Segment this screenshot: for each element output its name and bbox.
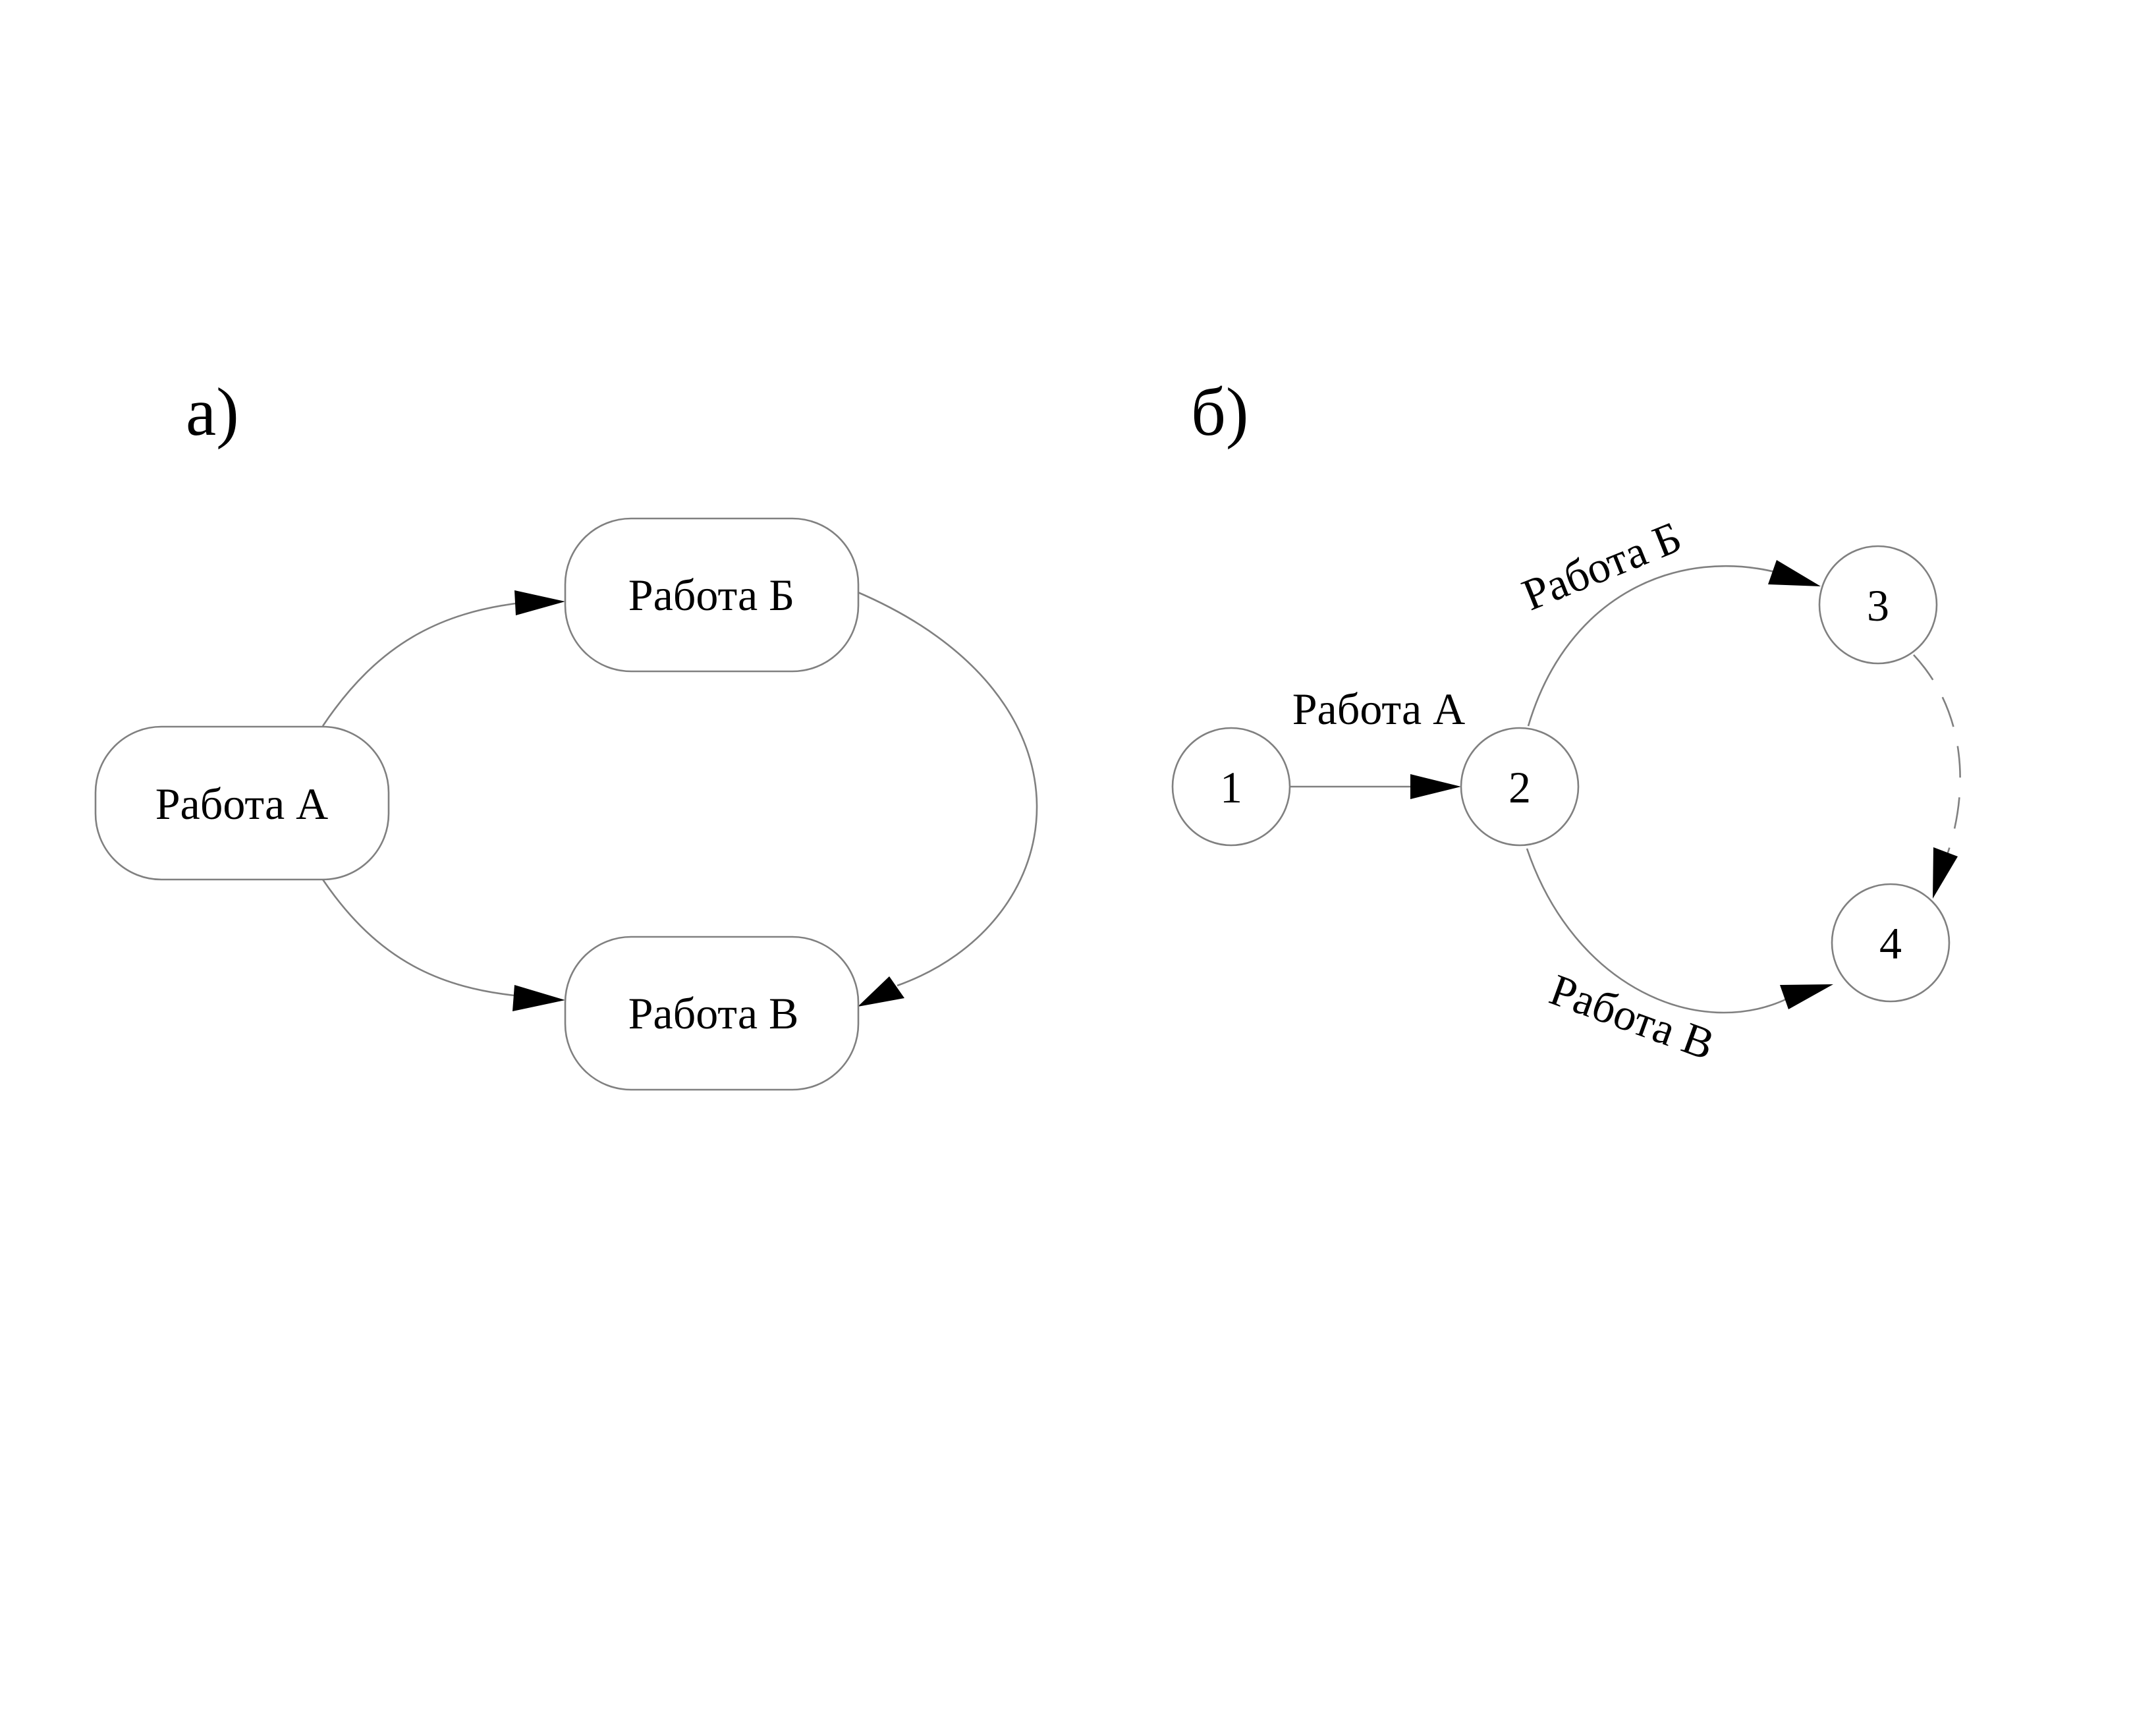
activity-node-v: Работа В xyxy=(564,936,860,1091)
arrowhead-a-to-b xyxy=(514,590,565,615)
event-number-4: 4 xyxy=(1879,918,1902,968)
edge-label-a: Работа А xyxy=(1292,684,1466,734)
activity-node-v-label: Работа В xyxy=(628,988,799,1038)
edge-2-to-4 xyxy=(1526,848,1789,1014)
arrowhead-b-to-v xyxy=(858,976,904,1007)
edge-2-to-3 xyxy=(1527,565,1781,727)
arrowhead-3-to-4 xyxy=(1933,847,1958,899)
activity-node-b-label: Работа Б xyxy=(628,570,794,620)
arrowhead-2-to-3 xyxy=(1768,560,1821,586)
event-node-2: 2 xyxy=(1460,727,1580,847)
activity-node-a-label: Работа А xyxy=(155,779,329,829)
dummy-edge-3-to-4 xyxy=(1913,654,1961,857)
panel-a-letter: а) xyxy=(186,374,239,450)
edge-label-b: Работа Б xyxy=(1515,511,1688,620)
arrowhead-2-to-4 xyxy=(1780,984,1833,1009)
panel-b-letter: б) xyxy=(1191,374,1249,450)
event-node-4: 4 xyxy=(1831,883,1951,1003)
edge-b-to-v xyxy=(856,590,1038,987)
edge-label-v: Работа В xyxy=(1543,964,1721,1069)
edge-a-to-b xyxy=(321,602,521,727)
event-number-2: 2 xyxy=(1508,762,1531,812)
event-node-3: 3 xyxy=(1818,545,1938,665)
panel-b: б) Работа А Работа Б Работа В 1 2 3 xyxy=(1171,374,1961,1069)
event-node-1: 1 xyxy=(1171,727,1291,847)
activity-node-b: Работа Б xyxy=(564,517,860,673)
arrowhead-a-to-v xyxy=(512,985,565,1011)
panel-a: а) Работа А Работа Б Работа В xyxy=(94,374,1038,1091)
event-number-1: 1 xyxy=(1220,762,1242,812)
arrowhead-1-to-2 xyxy=(1410,774,1461,799)
activity-node-a: Работа А xyxy=(94,725,390,881)
edge-a-to-v xyxy=(321,879,521,997)
event-number-3: 3 xyxy=(1867,580,1889,630)
